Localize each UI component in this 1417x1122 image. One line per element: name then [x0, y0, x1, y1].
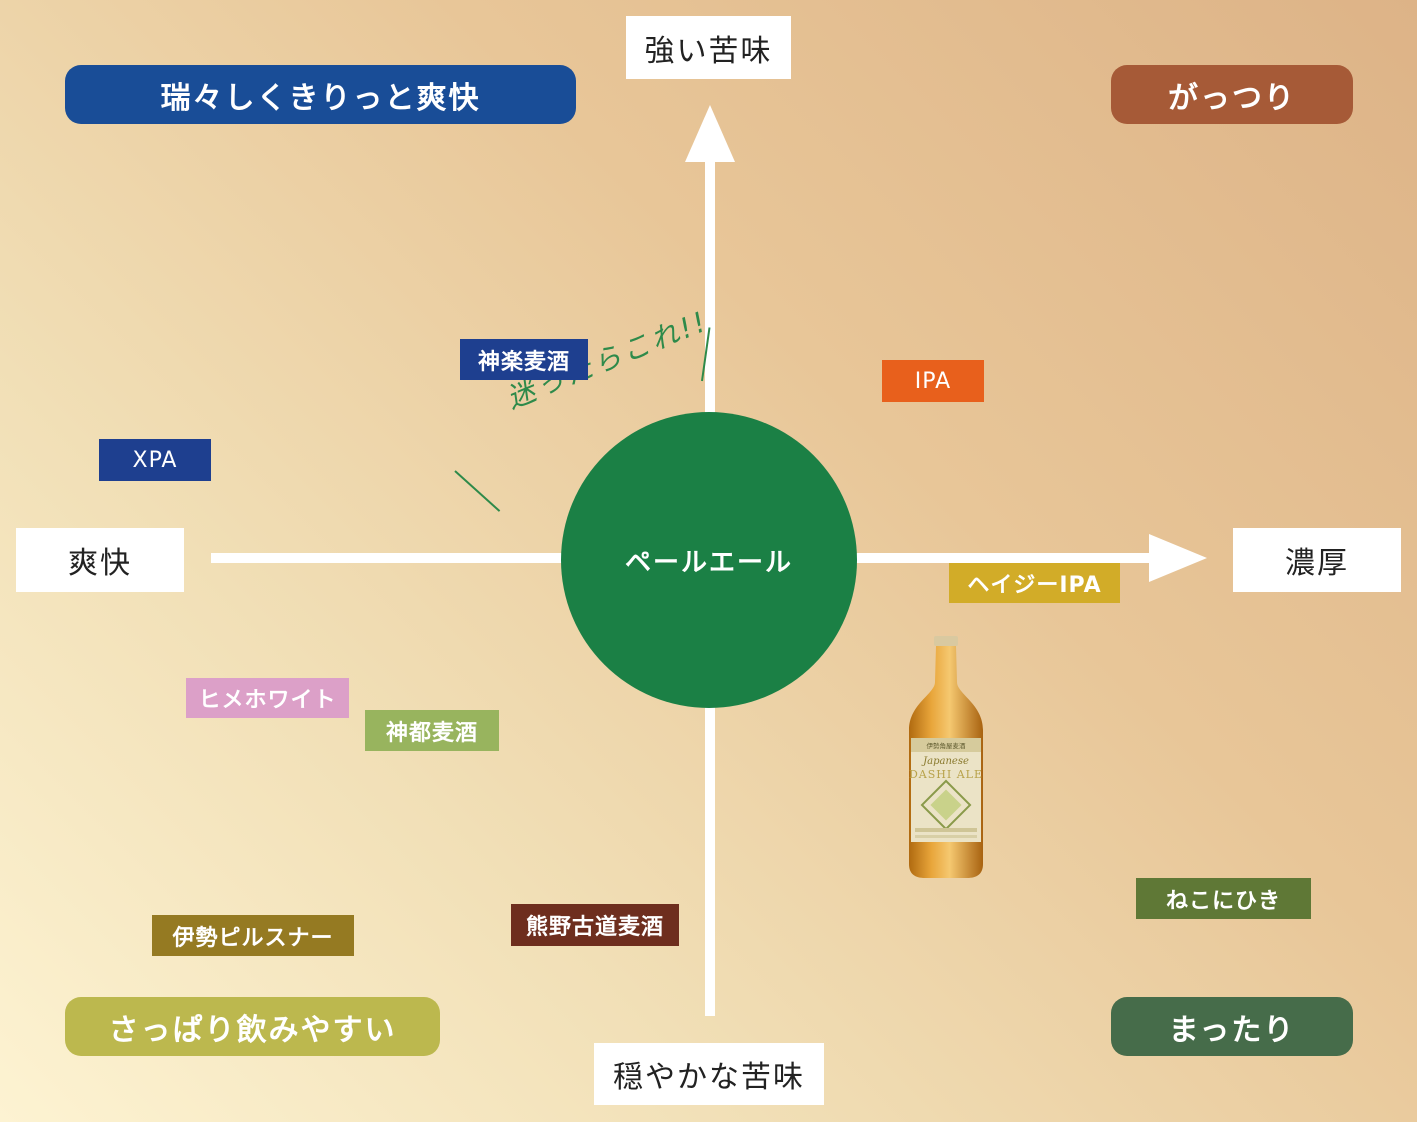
product-ise-pilsner: 伊勢ピルスナー — [152, 915, 354, 956]
center-circle: ペールエール — [561, 412, 857, 708]
product-neko-nihiki: ねこにひき — [1136, 878, 1311, 919]
product-hime-white: ヒメホワイト — [186, 678, 349, 718]
quadrant-top-right: がっつり — [1111, 65, 1353, 124]
product-xpa: XPA — [99, 439, 211, 481]
beer-bottle-image: 伊勢角屋麦酒 Japanese DASHI ALE — [909, 636, 983, 878]
product-kagura: 神楽麦酒 — [460, 339, 588, 380]
axis-label-right: 濃厚 — [1233, 528, 1401, 592]
bottle-label-japanese: Japanese — [921, 756, 969, 767]
quadrant-top-left: 瑞々しくきりっと爽快 — [65, 65, 576, 124]
product-shinto: 神都麦酒 — [365, 710, 499, 751]
product-hazy-ipa: ヘイジーIPA — [949, 563, 1120, 603]
axis-label-top: 強い苦味 — [626, 16, 791, 79]
axis-label-bottom: 穏やかな苦味 — [594, 1043, 824, 1105]
product-ipa: IPA — [882, 360, 984, 402]
product-kumano-kodo: 熊野古道麦酒 — [511, 904, 679, 946]
arrow-up-icon — [685, 105, 735, 162]
quadrant-bottom-right: まったり — [1111, 997, 1353, 1056]
quadrant-bottom-left: さっぱり飲みやすい — [65, 997, 440, 1056]
bottle-label-brand: 伊勢角屋麦酒 — [927, 741, 967, 750]
axis-label-left: 爽快 — [16, 528, 184, 592]
arrow-right-icon — [1149, 534, 1207, 582]
bottle-label-product: DASHI ALE — [909, 768, 983, 781]
note-dash-left — [454, 470, 501, 512]
